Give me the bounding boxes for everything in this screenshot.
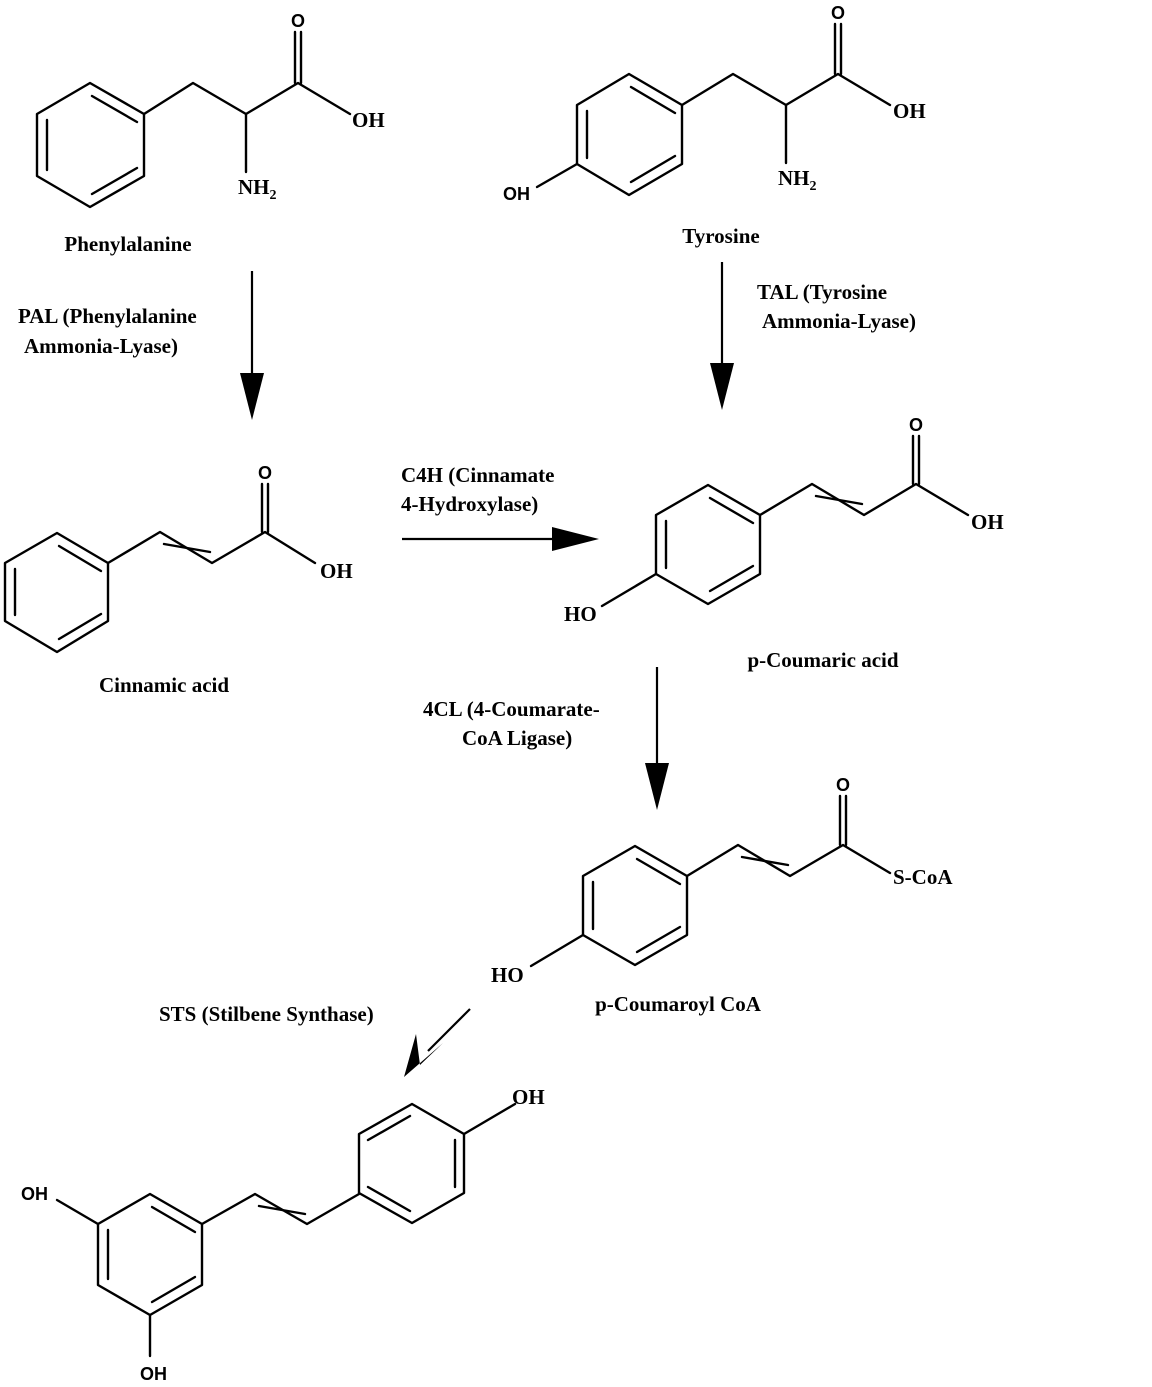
enzyme-label-c4h: C4H (Cinnamate 4-Hydroxylase) bbox=[401, 463, 554, 516]
atom-oh-top: OH bbox=[512, 1085, 545, 1109]
atom-oh-bottom: OH bbox=[140, 1364, 167, 1384]
enzyme-label-tal: TAL (Tyrosine Ammonia-Lyase) bbox=[757, 280, 916, 333]
atom-o: O bbox=[909, 415, 923, 435]
side-chain-bonds bbox=[142, 30, 352, 174]
atom-nh2: NH2 bbox=[778, 166, 817, 194]
enzyme-label-pal: PAL (Phenylalanine Ammonia-Lyase) bbox=[18, 304, 197, 358]
benzene-ring bbox=[3, 531, 110, 654]
resorcinol-ring bbox=[55, 1192, 204, 1358]
enzyme-sts-line1: STS (Stilbene Synthase) bbox=[159, 1002, 374, 1026]
enzyme-label-sts: STS (Stilbene Synthase) bbox=[159, 1002, 374, 1026]
compound-name-p-coumaric-acid: p-Coumaric acid bbox=[747, 648, 898, 672]
enzyme-c4h-line1: C4H (Cinnamate bbox=[401, 463, 554, 487]
chain-bonds bbox=[758, 434, 970, 517]
atom-nh2-n: NH bbox=[778, 166, 810, 190]
atom-ring-ho: HO bbox=[564, 602, 597, 626]
atom-nh2: NH2 bbox=[238, 175, 277, 203]
atom-o: O bbox=[258, 463, 272, 483]
atom-s-coa: S-CoA bbox=[893, 865, 953, 889]
enzyme-c4h-line2: 4-Hydroxylase) bbox=[401, 492, 538, 516]
arrow-right-icon bbox=[552, 527, 599, 551]
vinyl-bridge bbox=[200, 1192, 361, 1226]
molecule-tyrosine: O OH OH NH2 Tyrosine bbox=[503, 3, 926, 248]
benzene-ring bbox=[35, 81, 146, 209]
molecule-cinnamic-acid: O OH Cinnamic acid bbox=[3, 463, 353, 697]
molecule-resveratrol: OH OH OH bbox=[21, 1085, 545, 1384]
molecule-p-coumaroyl-coa: O S-CoA HO p-Coumaroyl CoA bbox=[491, 775, 953, 1016]
atom-oh-left: OH bbox=[21, 1184, 48, 1204]
atom-oh: OH bbox=[352, 108, 385, 132]
phenol-ring bbox=[535, 72, 684, 197]
enzyme-tal-line1: TAL (Tyrosine bbox=[757, 280, 887, 304]
arrow-down-icon bbox=[710, 363, 734, 410]
atom-oh: OH bbox=[971, 510, 1004, 534]
atom-ring-ho: HO bbox=[491, 963, 524, 987]
arrow-4cl bbox=[645, 667, 669, 810]
arrow-diagonal-icon bbox=[404, 1034, 443, 1077]
compound-name-cinnamic-acid: Cinnamic acid bbox=[99, 673, 229, 697]
molecule-phenylalanine: O OH NH2 Phenylalanine bbox=[35, 11, 385, 256]
compound-name-phenylalanine: Phenylalanine bbox=[64, 232, 191, 256]
arrow-c4h bbox=[402, 527, 599, 551]
atom-nh2-n: NH bbox=[238, 175, 270, 199]
atom-o: O bbox=[831, 3, 845, 23]
enzyme-4cl-line2: CoA Ligase) bbox=[462, 726, 572, 750]
molecule-p-coumaric-acid: O OH HO p-Coumaric acid bbox=[564, 415, 1004, 672]
enzyme-4cl-line1: 4CL (4-Coumarate- bbox=[423, 697, 600, 721]
enzyme-pal-line2: Ammonia-Lyase) bbox=[24, 334, 178, 358]
arrow-down-icon bbox=[645, 763, 669, 810]
phenol-ring bbox=[357, 1102, 517, 1225]
arrow-down-icon bbox=[240, 373, 264, 420]
enzyme-pal-line1: PAL (Phenylalanine bbox=[18, 304, 197, 328]
atom-o: O bbox=[291, 11, 305, 31]
enzyme-tal-line2: Ammonia-Lyase) bbox=[762, 309, 916, 333]
phenol-ring bbox=[529, 844, 689, 968]
compound-name-p-coumaroyl-coa: p-Coumaroyl CoA bbox=[595, 992, 762, 1016]
atom-oh: OH bbox=[320, 559, 353, 583]
atom-nh2-subscript: 2 bbox=[270, 188, 277, 203]
atom-o: O bbox=[836, 775, 850, 795]
phenol-ring bbox=[600, 483, 762, 608]
atom-oh: OH bbox=[893, 99, 926, 123]
arrow-pal bbox=[240, 271, 264, 420]
chain-bonds bbox=[106, 482, 317, 565]
compound-name-tyrosine: Tyrosine bbox=[682, 224, 759, 248]
chain-bonds bbox=[685, 794, 892, 878]
atom-ring-oh: OH bbox=[503, 184, 530, 204]
arrow-tal bbox=[710, 262, 734, 410]
arrow-sts bbox=[404, 1008, 471, 1077]
atom-nh2-subscript: 2 bbox=[810, 179, 817, 194]
side-chain-bonds bbox=[680, 22, 892, 165]
enzyme-label-4cl: 4CL (4-Coumarate- CoA Ligase) bbox=[423, 697, 600, 750]
